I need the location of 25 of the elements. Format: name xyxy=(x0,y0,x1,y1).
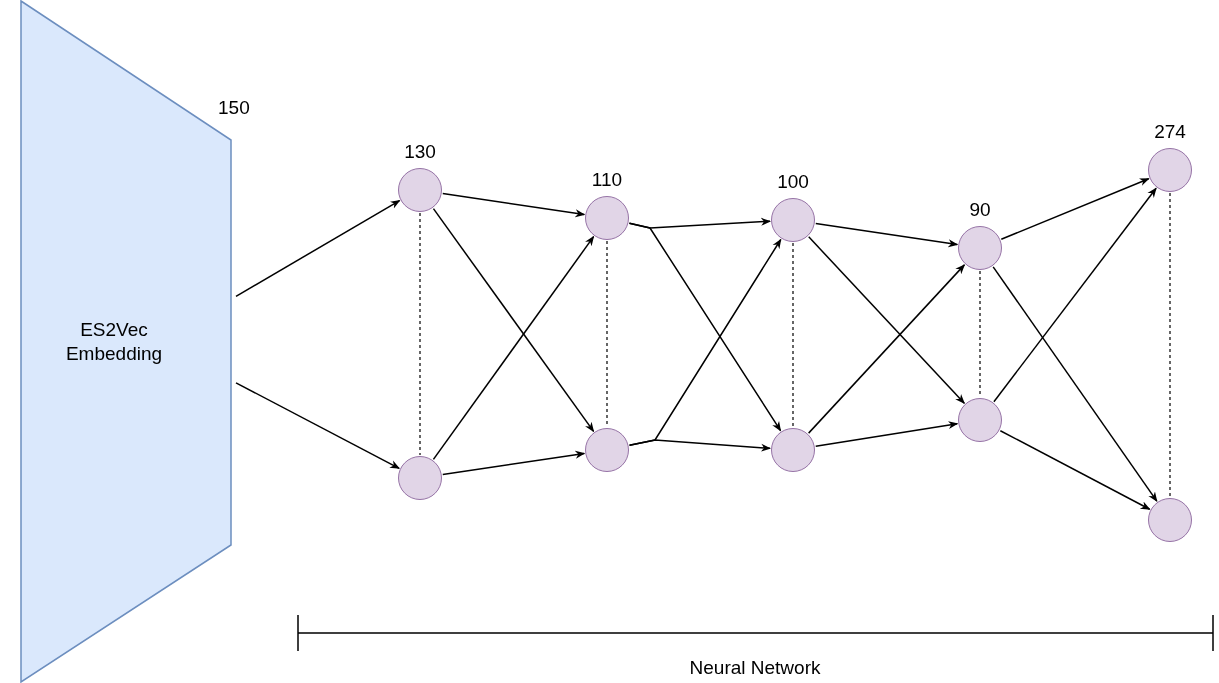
layer-size-label: 100 xyxy=(777,172,809,191)
bracket-label: Neural Network xyxy=(689,658,821,677)
arrow xyxy=(992,266,1158,502)
arrow xyxy=(432,235,595,461)
arrow xyxy=(814,421,959,448)
arrow xyxy=(807,264,966,434)
arrow xyxy=(442,450,586,476)
arrow xyxy=(432,207,595,433)
layer-size-label: 274 xyxy=(1154,122,1186,141)
input-size-label: 150 xyxy=(218,98,250,117)
layer-size-label: 130 xyxy=(404,142,436,161)
dashed-line xyxy=(419,212,421,456)
dashed-line xyxy=(792,242,794,428)
layer-size-label: 90 xyxy=(969,200,991,219)
arrow xyxy=(1000,178,1150,240)
arrow xyxy=(807,236,966,404)
arrow xyxy=(442,192,586,218)
arrow xyxy=(815,222,959,248)
arrow xyxy=(993,187,1157,403)
arrow xyxy=(235,382,400,470)
arrow xyxy=(628,439,772,452)
dashed-line xyxy=(1169,192,1171,498)
embedding-label: ES2Vec Embedding xyxy=(64,317,164,366)
arrow xyxy=(235,199,401,298)
layer-size-label: 110 xyxy=(591,170,623,189)
